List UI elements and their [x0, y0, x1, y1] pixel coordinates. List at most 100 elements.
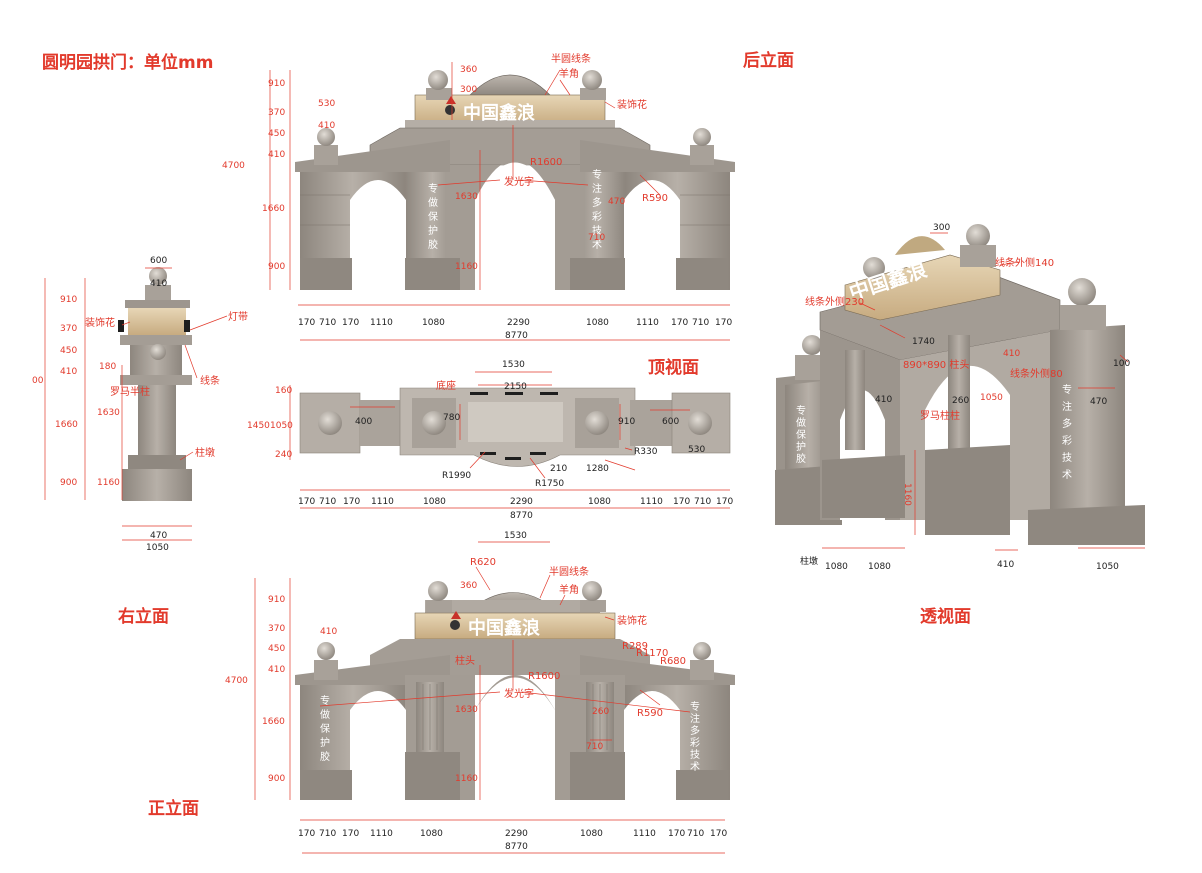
svg-text:1080: 1080	[422, 318, 445, 328]
svg-text:做: 做	[320, 708, 330, 721]
svg-text:170: 170	[716, 497, 733, 507]
rear-leader-lines	[269, 62, 730, 341]
svg-text:保: 保	[320, 722, 330, 735]
right-line-label: 线条	[200, 374, 220, 387]
rear-inner-3: 710	[588, 233, 605, 243]
svg-text:710: 710	[687, 829, 704, 839]
rear-top-3: 410	[318, 121, 335, 131]
svg-text:170: 170	[710, 829, 727, 839]
svg-text:2290: 2290	[510, 497, 533, 507]
svg-text:多: 多	[592, 196, 602, 209]
front-h-4: 1660	[262, 717, 285, 727]
svg-text:2290: 2290	[505, 829, 528, 839]
right-inner-1630: 1630	[97, 408, 120, 418]
rear-elevation: 中国鑫浪 专 做 保 护 胶 专 注 多 彩 技 术	[222, 52, 735, 341]
right-top-600: 600	[150, 256, 167, 266]
svg-text:术: 术	[1062, 469, 1072, 481]
svg-text:170: 170	[671, 318, 688, 328]
front-leader-lines	[254, 541, 725, 854]
top-dim-r1750: R1750	[535, 479, 564, 489]
svg-text:170: 170	[668, 829, 685, 839]
svg-text:710: 710	[319, 318, 336, 328]
persp-pier-label: 柱墩	[800, 555, 818, 567]
right-inner-180: 180	[99, 362, 116, 372]
right-h-3: 410	[60, 367, 77, 377]
top-depth-0: 160	[275, 386, 292, 396]
main-title: 圆明园拱门：单位mm	[42, 53, 214, 73]
front-elevation-title: 正立面	[148, 799, 199, 819]
persp-dim-410b: 410	[1003, 349, 1020, 359]
front-inner-260: 260	[592, 707, 609, 717]
svg-text:彩: 彩	[690, 737, 700, 749]
persp-line-outer-80-label: 线条外侧80	[1010, 367, 1063, 380]
svg-text:1080: 1080	[588, 497, 611, 507]
front-sheep-horn-label: 羊角	[559, 583, 579, 596]
svg-text:胶: 胶	[320, 750, 330, 763]
top-dim-780: 780	[443, 413, 460, 423]
front-sign-text: 中国鑫浪	[468, 617, 540, 639]
svg-text:多: 多	[690, 724, 700, 737]
right-top-410: 410	[150, 279, 167, 289]
persp-roman-col-label: 罗马柱柱	[920, 409, 960, 422]
top-width-dims: 170 710 170 1110 1080 2290 1080 1110 170…	[298, 497, 733, 521]
svg-text:170: 170	[343, 497, 360, 507]
top-view-title: 顶视面	[648, 358, 699, 378]
svg-text:注: 注	[690, 712, 700, 725]
persp-line-outer-230-label: 线条外侧230	[805, 295, 864, 308]
rear-h-4: 1660	[262, 204, 285, 214]
svg-text:170: 170	[342, 318, 359, 328]
right-elevation: 600 410 910 370 450 410 1660 900 00 180 …	[32, 256, 248, 553]
svg-text:170: 170	[298, 318, 315, 328]
persp-dim-260: 260	[952, 396, 969, 406]
front-radius-1170: R1170	[636, 648, 668, 659]
right-inner-1160: 1160	[97, 478, 120, 488]
front-radius-side: R590	[637, 708, 663, 719]
persp-bottom-3: 1050	[1096, 562, 1119, 572]
svg-text:8770: 8770	[505, 331, 528, 341]
front-h-5: 900	[268, 774, 285, 784]
perspective-structure	[775, 224, 1145, 545]
front-sign-logo-icon	[450, 611, 461, 630]
rear-decor-flower-label: 装饰花	[617, 98, 647, 111]
top-dim-r1990: R1990	[442, 471, 471, 481]
svg-text:1080: 1080	[586, 318, 609, 328]
rear-width-dims: 170 710 170 1110 1080 2290 1080 1110 170…	[298, 318, 732, 341]
rear-inner-0: 1630	[455, 192, 478, 202]
svg-text:保: 保	[428, 210, 438, 223]
front-width-dims: 170 710 170 1110 1080 2290 1080 1110 170…	[298, 829, 727, 852]
svg-text:多: 多	[1062, 417, 1072, 430]
front-top-360: 360	[460, 581, 477, 591]
persp-leader-lines	[822, 232, 1145, 551]
front-half-circle-label: 半圆线条	[549, 565, 589, 578]
front-col-head-label: 柱头	[455, 654, 475, 667]
front-elevation: 中国鑫浪 专 做 保 护 胶 专 注 多 彩 技 术	[225, 531, 735, 854]
rear-h-2: 450	[268, 129, 285, 139]
svg-text:注: 注	[592, 182, 602, 195]
rear-h-5: 900	[268, 262, 285, 272]
rear-arch-structure	[295, 70, 735, 290]
rear-top-2: 530	[318, 99, 335, 109]
svg-text:170: 170	[342, 829, 359, 839]
top-depth-1: 1050	[270, 421, 293, 431]
svg-text:8770: 8770	[505, 842, 528, 852]
top-dim-910: 910	[618, 417, 635, 427]
rear-right-column-text: 专 注 多 彩 技 术	[592, 168, 602, 251]
rear-h-0: 910	[268, 79, 285, 89]
front-arch-structure	[295, 581, 735, 800]
right-elevation-structure	[118, 267, 192, 501]
persp-bottom-2: 410	[997, 560, 1014, 570]
top-dim-210: 210	[550, 464, 567, 474]
svg-text:做: 做	[796, 416, 806, 429]
right-light-strip-label: 灯带	[228, 311, 248, 323]
right-leader-lines	[44, 267, 228, 541]
perspective-view: 中国鑫浪 专 做 保 护 胶 专 注 多 彩 技 术 300	[775, 223, 1145, 572]
right-h-0: 910	[60, 295, 77, 305]
svg-text:术: 术	[690, 761, 700, 773]
top-dim-1280: 1280	[586, 464, 609, 474]
svg-text:彩: 彩	[592, 211, 602, 223]
svg-text:保: 保	[796, 428, 806, 441]
svg-text:注: 注	[1062, 400, 1072, 413]
svg-text:710: 710	[319, 497, 336, 507]
persp-dim-1740: 1740	[912, 337, 935, 347]
svg-text:技: 技	[592, 224, 602, 237]
